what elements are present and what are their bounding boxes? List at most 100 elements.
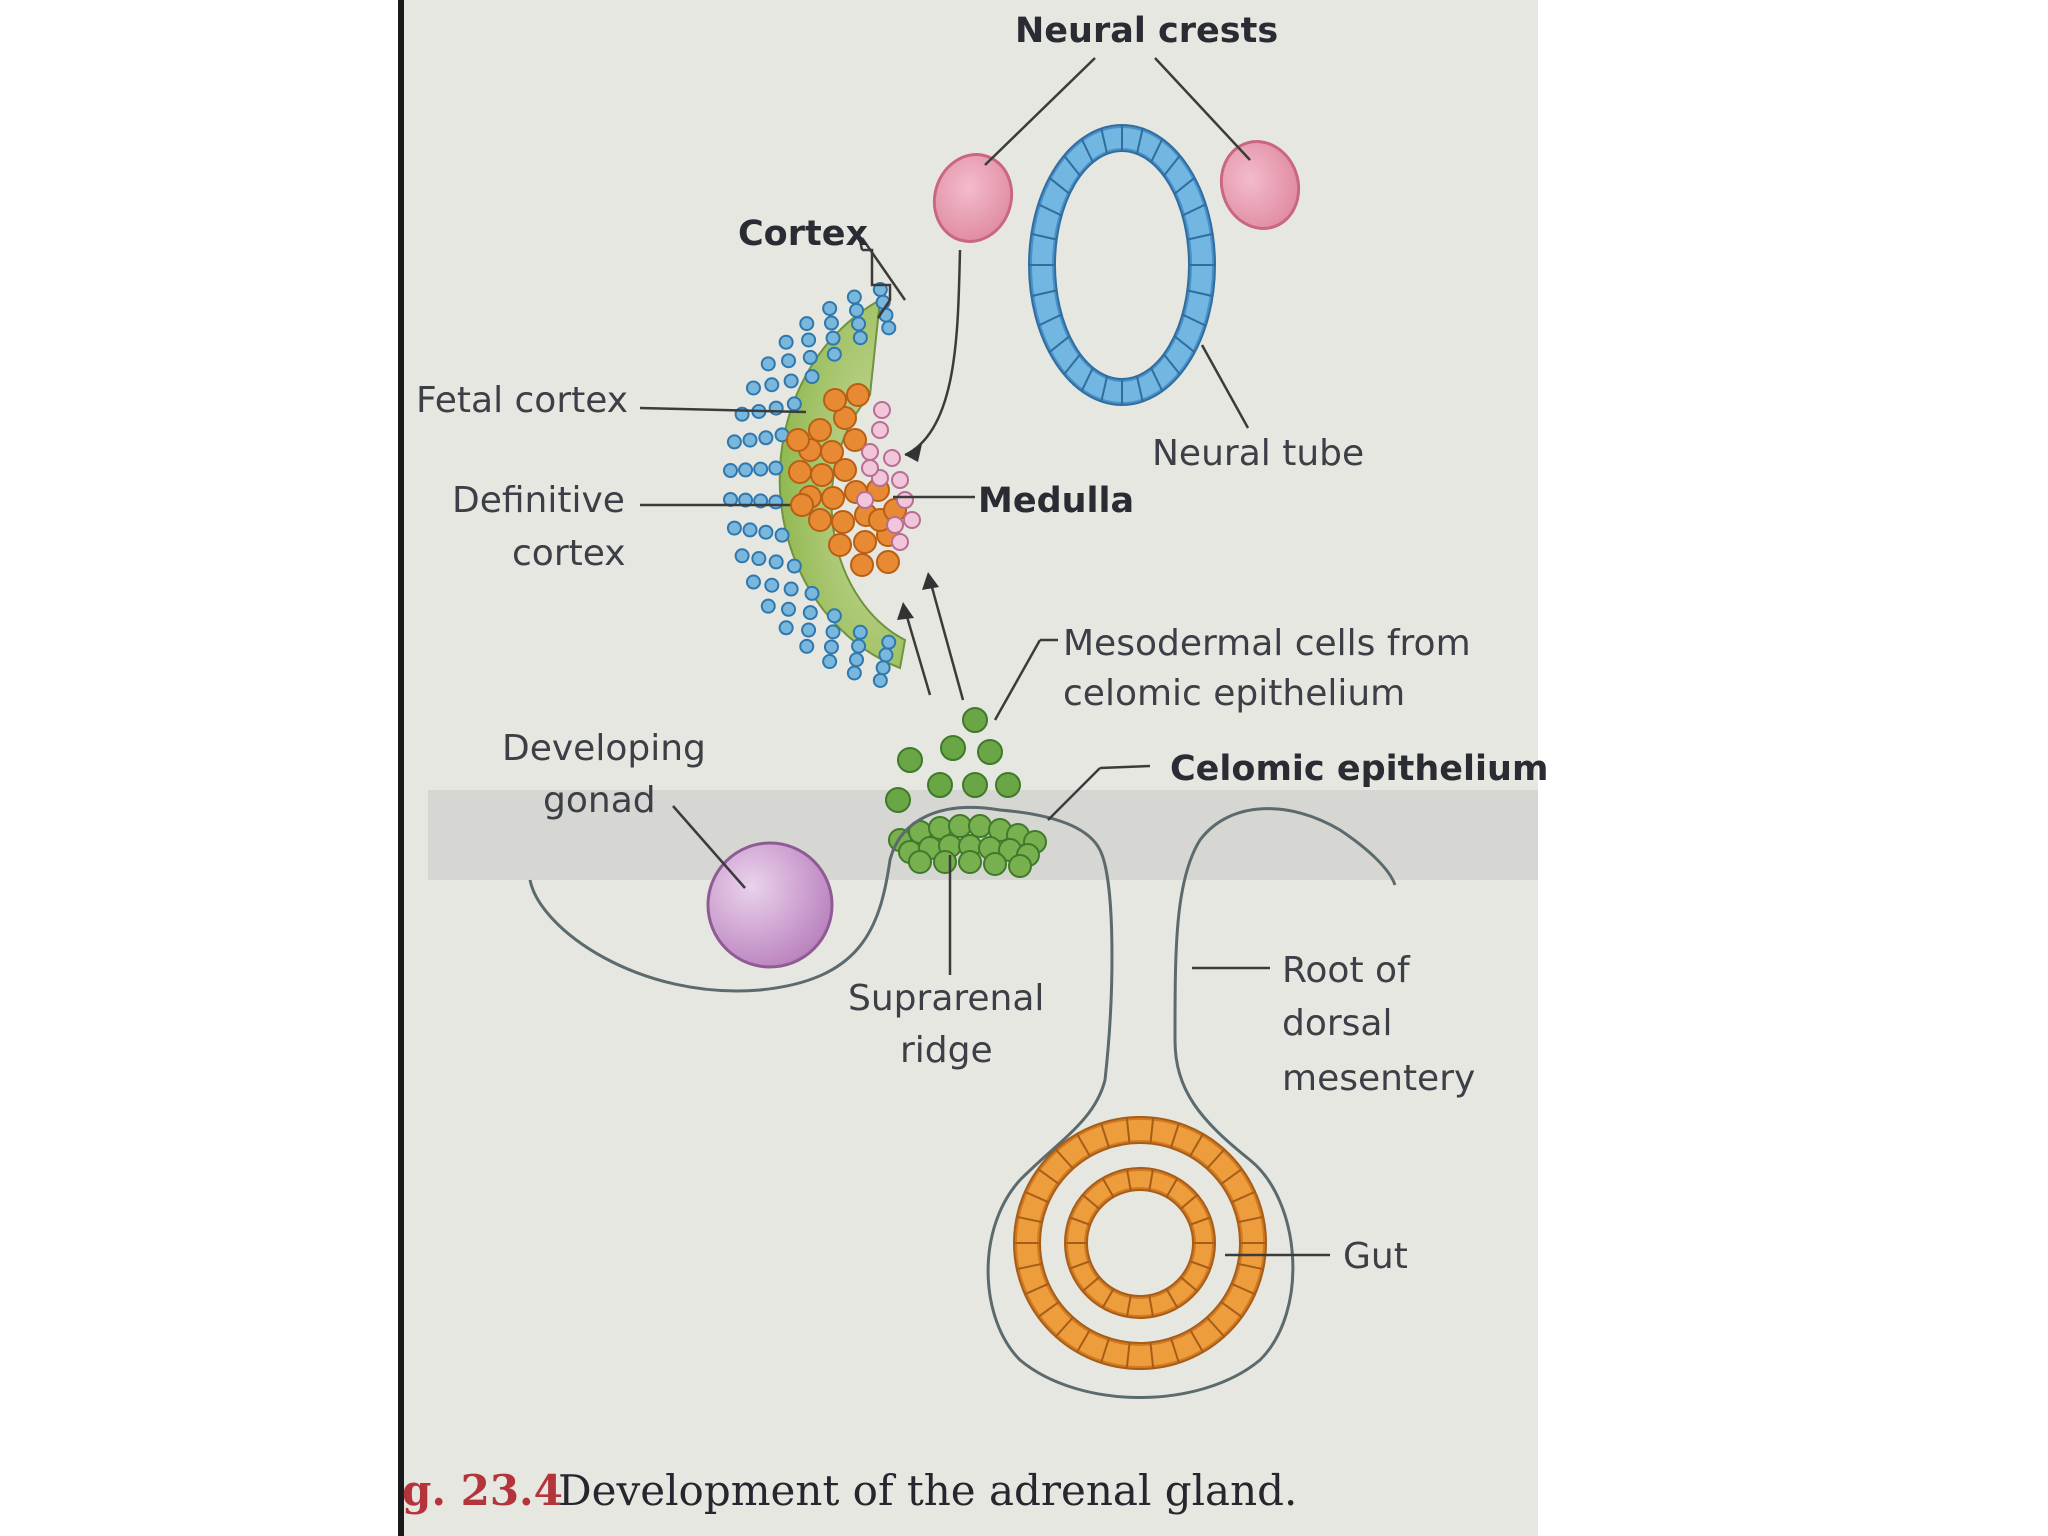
cortex-cell: [874, 674, 887, 687]
mesodermal-cell: [941, 736, 965, 760]
cortex-cell: [759, 431, 772, 444]
cortex-cell: [724, 464, 737, 477]
cortex-cell: [854, 331, 867, 344]
cortex-cell: [852, 640, 865, 653]
cortex-cell: [744, 434, 757, 447]
cortex-cell: [854, 626, 867, 639]
cortex-cell: [848, 290, 861, 303]
cortex-cell: [762, 600, 775, 613]
cortex-cell: [882, 321, 895, 334]
neural-tube: [1029, 125, 1215, 405]
cortex-cell: [848, 667, 861, 680]
label-root-1: Root of: [1282, 950, 1411, 991]
label-developing-gonad-1: Developing: [502, 728, 706, 769]
mesodermal-cell: [898, 748, 922, 772]
mesodermal-cell: [996, 773, 1020, 797]
medulla-chromaffin-cell: [791, 494, 813, 516]
label-suprarenal-ridge-2: ridge: [900, 1030, 993, 1071]
cortex-cell: [776, 529, 789, 542]
cortex-cell: [823, 655, 836, 668]
suprarenal-ridge-cell: [909, 851, 931, 873]
medulla-chromaffin-cell: [822, 487, 844, 509]
mesodermal-cell: [886, 788, 910, 812]
cortex-cell: [802, 333, 815, 346]
cortex-cell: [744, 523, 757, 536]
suprarenal-ridge-cell: [949, 815, 971, 837]
label-mesodermal-2: celomic epithelium: [1063, 673, 1405, 714]
label-cortex: Cortex: [738, 214, 868, 254]
mesodermal-cells: [886, 708, 1046, 877]
medulla-chromaffin-cell: [789, 461, 811, 483]
cortex-cell: [785, 583, 798, 596]
cortex-cell: [825, 317, 838, 330]
cortex-cell: [770, 555, 783, 568]
cortex-cell: [739, 463, 752, 476]
cortex-cell: [736, 549, 749, 562]
label-gut: Gut: [1343, 1236, 1408, 1277]
cortex-cell: [728, 435, 741, 448]
cortex-cell: [762, 357, 775, 370]
medulla-neural-crest-cell: [884, 450, 900, 466]
medulla-neural-crest-cell: [897, 492, 913, 508]
label-definitive-cortex-2: cortex: [512, 533, 626, 574]
cortex-cell: [804, 606, 817, 619]
label-fetal-cortex: Fetal cortex: [416, 380, 628, 421]
cortex-cell: [780, 621, 793, 634]
cortex-cell: [850, 653, 863, 666]
medulla-chromaffin-cell: [877, 551, 899, 573]
gut: [1014, 1117, 1266, 1369]
medulla-chromaffin-cell: [854, 531, 876, 553]
neural-crest-left: [923, 144, 1022, 251]
medulla-chromaffin-cell: [824, 389, 846, 411]
cortex-cell: [800, 640, 813, 653]
medulla-neural-crest-cell: [887, 517, 903, 533]
cortex-cell: [802, 624, 815, 637]
developing-gonad: [708, 843, 832, 967]
cortex-cell: [754, 463, 767, 476]
cortex-cell: [852, 317, 865, 330]
caption-text: Development of the adrenal gland.: [558, 1466, 1297, 1515]
cortex-cell: [769, 495, 782, 508]
medulla-neural-crest-cell: [862, 444, 878, 460]
suprarenal-ridge-cell: [959, 851, 981, 873]
mesodermal-cell: [963, 708, 987, 732]
medulla-neural-crest-cell: [904, 512, 920, 528]
caption-figure-number: g. 23.4: [402, 1466, 563, 1515]
label-celomic-epithelium: Celomic epithelium: [1170, 749, 1548, 789]
cortex-cell: [782, 354, 795, 367]
neural-crest-right: [1210, 131, 1309, 238]
label-neural-tube: Neural tube: [1152, 433, 1364, 474]
medulla-neural-crest-cell: [892, 472, 908, 488]
medulla-chromaffin-cell: [787, 429, 809, 451]
medulla-chromaffin-cell: [847, 384, 869, 406]
medulla-neural-crest-cell: [874, 402, 890, 418]
cortex-cell: [782, 603, 795, 616]
medulla-neural-crest-cell: [892, 534, 908, 550]
medulla-chromaffin-cell: [809, 419, 831, 441]
label-suprarenal-ridge-1: Suprarenal: [848, 978, 1044, 1019]
suprarenal-ridge-cell: [1009, 855, 1031, 877]
body-wall-outline: [530, 807, 1395, 1397]
cortex-cell: [806, 370, 819, 383]
suprarenal-ridge-cell: [969, 815, 991, 837]
mesodermal-cell: [963, 773, 987, 797]
cortex-cell: [747, 381, 760, 394]
cortex-cell: [788, 560, 801, 573]
cortex-cell: [828, 609, 841, 622]
medulla-chromaffin-cell: [832, 511, 854, 533]
mesodermal-cell: [978, 740, 1002, 764]
cortex-cell: [850, 304, 863, 317]
cortex-cell: [752, 552, 765, 565]
cortex-cell: [823, 302, 836, 315]
medulla-chromaffin-cell: [809, 509, 831, 531]
cortex-cell: [804, 351, 817, 364]
cortex-cell: [828, 348, 841, 361]
medulla-chromaffin-cell: [829, 534, 851, 556]
label-medulla: Medulla: [978, 481, 1134, 521]
label-neural-crests: Neural crests: [1015, 11, 1278, 51]
cortex-cell: [800, 317, 813, 330]
cortex-cell: [759, 526, 772, 539]
label-mesodermal-1: Mesodermal cells from: [1063, 623, 1471, 664]
label-root-2: dorsal: [1282, 1003, 1393, 1044]
